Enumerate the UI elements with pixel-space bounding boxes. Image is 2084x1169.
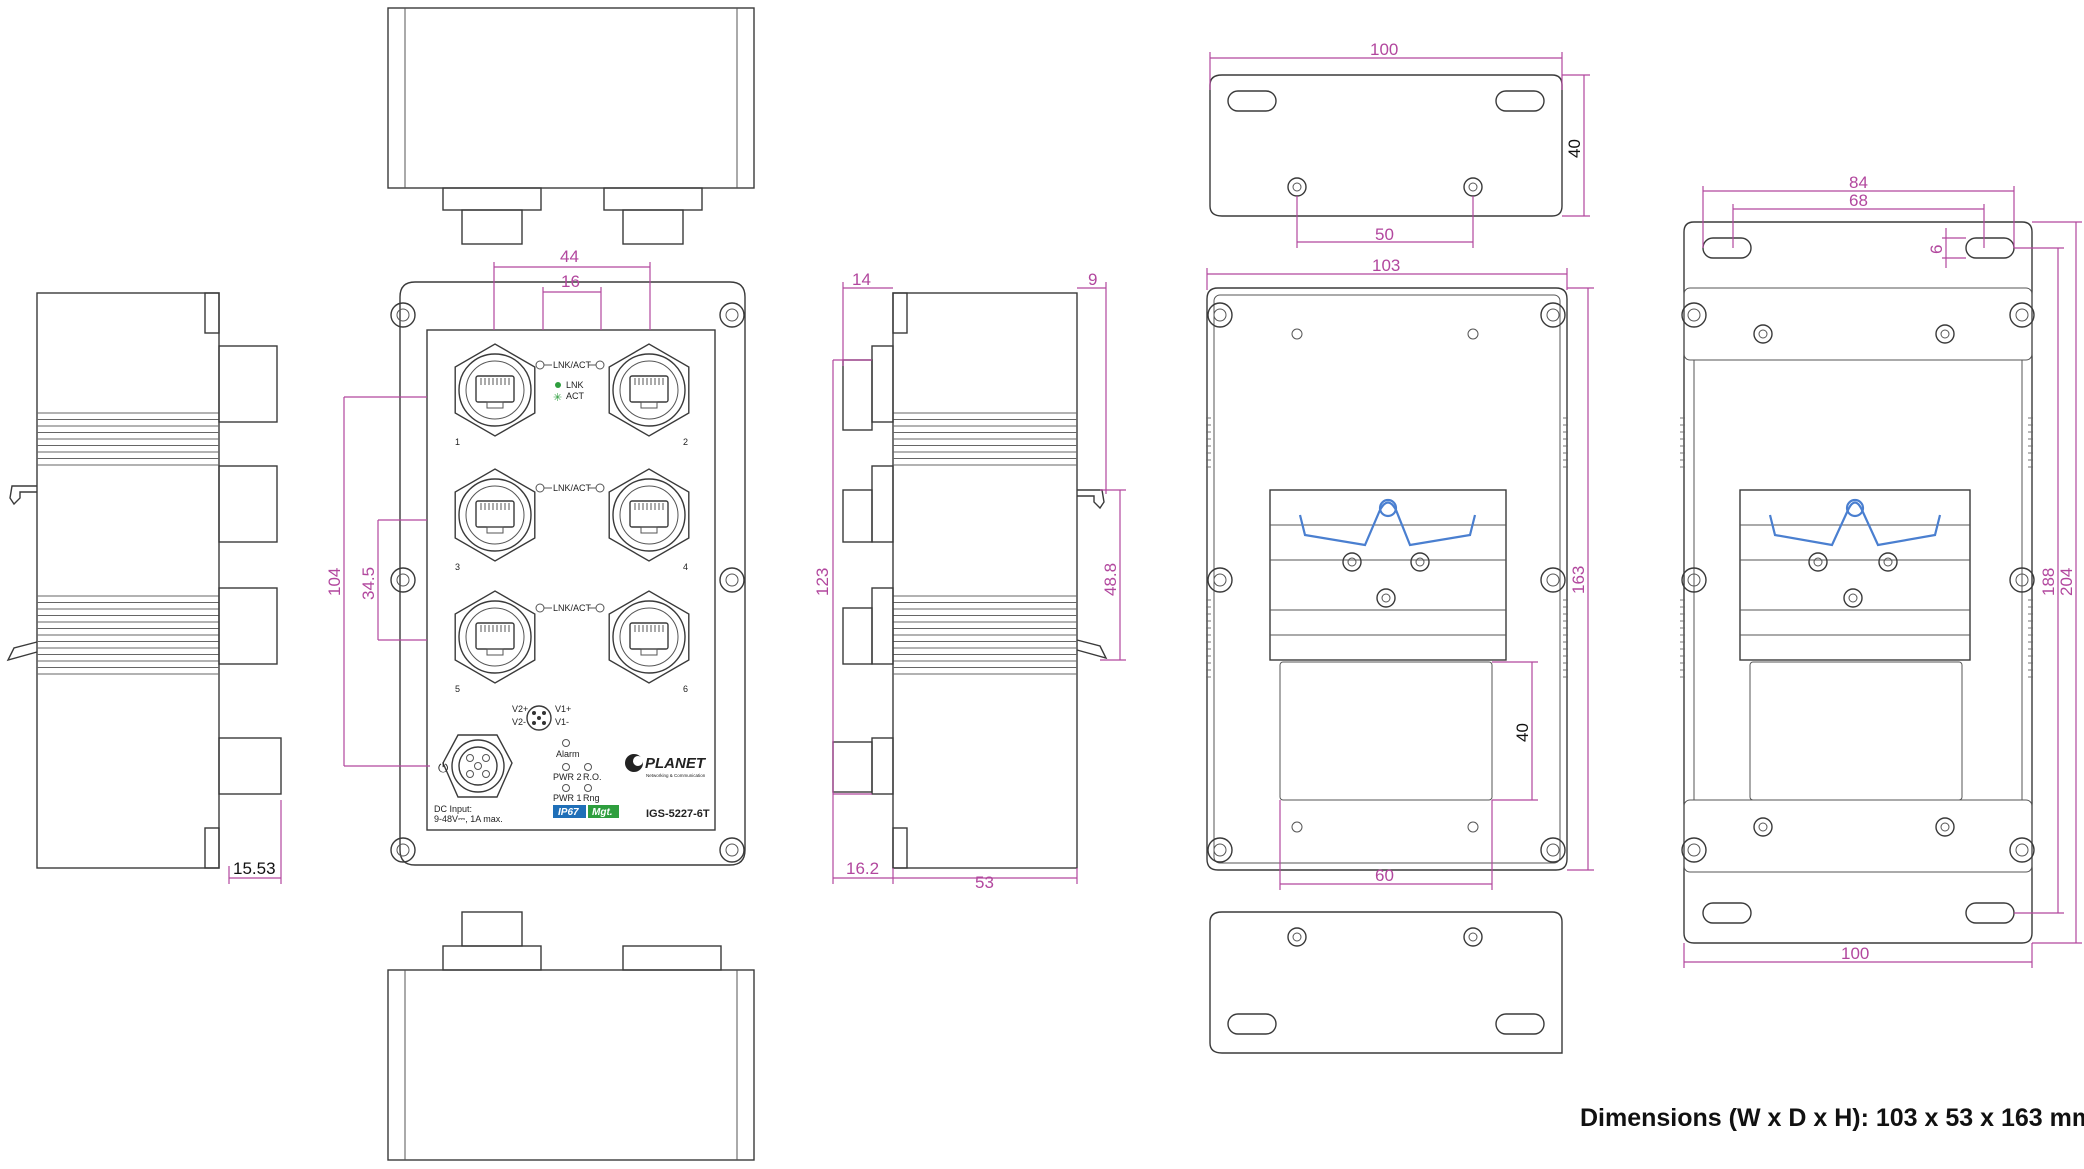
dim-15-53: 15.53 [233, 859, 276, 878]
dim-wall-68: 68 [1849, 191, 1868, 210]
svg-text:Mgt.: Mgt. [592, 807, 613, 818]
lnk-led-icon [555, 382, 561, 388]
bottom-connector-right [622, 945, 722, 971]
dim-wall-204: 204 [2057, 568, 2076, 596]
dim-rear-103: 103 [1372, 256, 1400, 275]
mgt-badge [588, 805, 619, 818]
top-view [387, 7, 755, 245]
pin-v2plus: V2+ [512, 704, 528, 714]
mounting-plate-bottom [1209, 911, 1563, 1054]
led-label-3: LNK/ACT [553, 603, 592, 613]
dim-104: 104 [325, 568, 344, 596]
brand-subtitle: Networking & Communication [646, 773, 706, 778]
dim-9: 9 [1088, 270, 1097, 289]
dc-input-label: DC Input: [434, 804, 472, 814]
power-connector: ⏻ [438, 734, 513, 798]
dim-wall-84: 84 [1849, 173, 1868, 192]
pwr1-label: PWR 1 [553, 793, 582, 803]
dim-34-5: 34.5 [359, 567, 378, 600]
rear-label-area-1 [1279, 661, 1493, 801]
svg-text:IP67: IP67 [558, 807, 579, 818]
led-row-2: LNK/ACT [535, 483, 605, 493]
dimensions-caption: Dimensions (W x D x H): 103 x 53 x 163 m… [1580, 1104, 2084, 1132]
power-icon: ⏻ [438, 761, 448, 776]
right-side-view [832, 292, 1108, 869]
rj45-port-5: 5 [454, 590, 536, 694]
dim-rear-60: 60 [1375, 866, 1394, 885]
dc-input-rating: 9-48V⎓, 1A max. [434, 814, 503, 824]
led-legend: LNK ✳ ACT [553, 380, 585, 404]
dim-wall-100: 100 [1841, 944, 1869, 963]
dim-rear-40: 40 [1513, 723, 1532, 742]
alarm-label: Alarm [556, 749, 580, 759]
left-side-view [6, 292, 282, 869]
din-clip-1 [1269, 489, 1507, 661]
dim-123: 123 [813, 568, 832, 596]
dim-plate-40: 40 [1565, 139, 1584, 158]
led-row-3: LNK/ACT [535, 603, 605, 613]
mounting-plate-top [1209, 74, 1563, 217]
pin-diagram: V2+ V1+ V2- V1- [512, 704, 571, 731]
ro-label: R.O. [583, 772, 602, 782]
rj45-port-6: 6 [608, 590, 690, 694]
led-label-2: LNK/ACT [553, 483, 592, 493]
top-connector-right [603, 187, 703, 245]
dim-48-8: 48.8 [1101, 563, 1120, 596]
port-number-5: 5 [455, 684, 460, 694]
dim-16: 16 [561, 272, 580, 291]
dim-plate-100: 100 [1370, 40, 1398, 59]
brand-block: PLANET Networking & Communication IP67 M… [434, 754, 710, 824]
rj45-port-1: 1 [454, 343, 536, 447]
port-number-1: 1 [455, 437, 460, 447]
status-leds: Alarm PWR 2 R.O. PWR 1 Rng [553, 739, 602, 803]
top-connector-left [442, 187, 542, 245]
dim-wall-188: 188 [2039, 568, 2058, 596]
bottom-view [387, 911, 755, 1161]
dim-rear-163: 163 [1569, 566, 1588, 594]
rear-label-area-2 [1749, 661, 1963, 801]
ip67-badge [553, 805, 586, 818]
port-number-2: 2 [683, 437, 688, 447]
dim-14: 14 [852, 270, 871, 289]
led-row-1: LNK/ACT [535, 360, 605, 370]
act-led-icon: ✳ [553, 391, 562, 404]
dim-plate-50: 50 [1375, 225, 1394, 244]
port-number-6: 6 [683, 684, 688, 694]
model-name: IGS-5227-6T [646, 808, 710, 820]
rear-view-din [1206, 287, 1568, 871]
dimension-labels: 15.53 44 16 104 34.5 14 9 123 48.8 16.2 … [233, 40, 2076, 963]
dim-wall-6: 6 [1927, 245, 1946, 254]
pin-v2minus: V2- [512, 717, 526, 727]
brand-name: PLANET [645, 755, 707, 772]
rear-view-wall [1680, 221, 2035, 944]
pwr2-label: PWR 2 [553, 772, 582, 782]
bottom-connector-left [442, 911, 542, 971]
legend-act: ACT [566, 391, 585, 401]
din-clip-2 [1739, 489, 1971, 661]
pin-v1minus: V1- [555, 717, 569, 727]
rj45-port-2: 2 [608, 343, 690, 447]
dim-16-2: 16.2 [846, 859, 879, 878]
dimension-lines [228, 52, 2082, 968]
rj45-port-4: 4 [608, 468, 690, 572]
dim-44: 44 [560, 247, 579, 266]
port-number-3: 3 [455, 562, 460, 572]
rng-label: Rng [583, 793, 600, 803]
port-number-4: 4 [683, 562, 688, 572]
dim-53: 53 [975, 873, 994, 892]
rj45-port-3: 3 [454, 468, 536, 572]
legend-lnk: LNK [566, 380, 584, 390]
led-label-1: LNK/ACT [553, 360, 592, 370]
pin-v1plus: V1+ [555, 704, 571, 714]
